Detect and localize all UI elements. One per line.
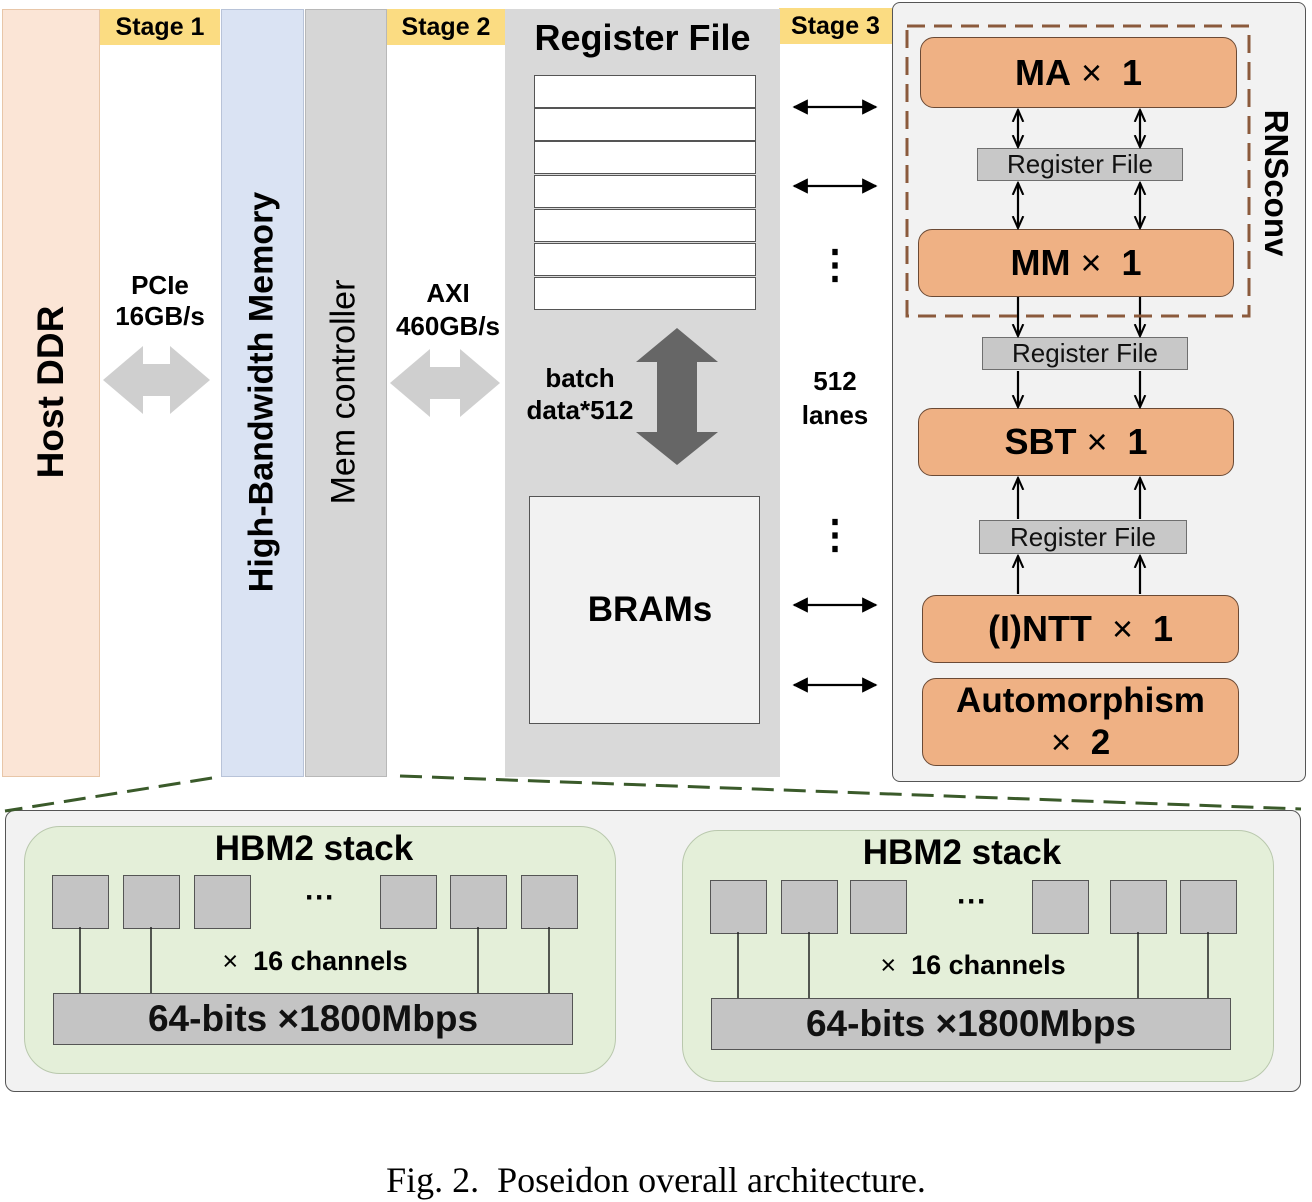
channel-block	[194, 875, 251, 929]
register-row	[534, 175, 756, 208]
pcie-label: PCIe 16GB/s	[100, 270, 220, 332]
sbt-name: SBT	[1004, 421, 1077, 462]
lanes-dots-bottom: ⋮	[815, 513, 855, 557]
channel-block	[123, 875, 180, 929]
register-row	[534, 75, 756, 108]
sbt-times: ×	[1086, 421, 1108, 462]
register-file-mm-sbt: Register File	[982, 337, 1188, 370]
batch-line2: data*512	[526, 395, 634, 425]
pcie-name: PCIe	[131, 270, 189, 300]
channel-block	[450, 875, 507, 929]
lanes-word: lanes	[801, 400, 869, 430]
stage-3-label: Stage 3	[779, 8, 892, 44]
hbm-stack-1-title: HBM2 stack	[214, 829, 414, 868]
channel-block	[521, 875, 578, 929]
register-file-sbt-ntt: Register File	[979, 520, 1187, 554]
register-row	[534, 209, 756, 242]
host-ddr-block	[2, 9, 100, 777]
hbm-stack-2-channels-text: 16 channels	[911, 949, 1066, 980]
batch-bidir-arrow	[636, 328, 718, 465]
hbm-stack-1-channels: × 16 channels	[190, 942, 440, 980]
mm-count: 1	[1121, 242, 1142, 283]
figure-caption: Fig. 2. Poseidon overall architecture.	[386, 1160, 926, 1200]
channel-block	[781, 880, 838, 934]
automorphism-times: ×	[1050, 723, 1072, 762]
pcie-bidir-arrow	[103, 346, 210, 414]
hbm-stack-2-title: HBM2 stack	[862, 833, 1062, 872]
pcie-bandwidth: 16GB/s	[115, 301, 205, 331]
hbm-stack-1-channels-text: 16 channels	[253, 945, 408, 976]
register-file-title: Register File	[534, 17, 751, 58]
register-row	[534, 243, 756, 276]
batch-label: batch data*512	[505, 362, 655, 426]
batch-line1: batch	[545, 363, 615, 393]
lanes-count: 512	[813, 366, 857, 396]
brams-block	[529, 496, 760, 724]
hbm-stack-2-channels: × 16 channels	[848, 946, 1098, 984]
ntt-times: ×	[1111, 608, 1133, 649]
ma-times: ×	[1080, 51, 1102, 93]
hbm-stack-1-times: ×	[222, 945, 239, 976]
channel-block	[380, 875, 437, 929]
stage-2-label: Stage 2	[387, 9, 505, 45]
stage-1-label: Stage 1	[100, 9, 220, 45]
axi-name: AXI	[426, 278, 470, 308]
hbm-zoom-line-right	[399, 774, 1302, 811]
hbm-stack-2-wires	[737, 932, 1209, 998]
sbt-count: 1	[1127, 421, 1148, 462]
hbm-stack-1-wires	[79, 927, 550, 993]
rnsconv-dashed-box	[905, 24, 1251, 318]
register-row	[534, 277, 756, 310]
hbm-stack-2-times: ×	[880, 949, 897, 980]
hbm-zoom-line-left	[4, 776, 213, 813]
channel-block	[52, 875, 109, 929]
hbm-stack-2-bus: 64-bits ×1800Mbps	[711, 998, 1231, 1050]
ntt-unit: (I)NTT × 1	[922, 595, 1239, 663]
automorphism-name: Automorphism	[956, 681, 1205, 720]
register-row	[534, 108, 756, 141]
automorphism-count: 2	[1090, 723, 1111, 762]
hbm-stack-1-dots: ···	[305, 881, 335, 914]
register-file-ma-mm: Register File	[977, 148, 1183, 181]
ma-unit: MA × 1	[920, 37, 1237, 108]
mm-unit: MM × 1	[918, 229, 1234, 297]
hbm-stack-2-dots: ···	[957, 885, 987, 918]
lanes-label: 512 lanes	[780, 364, 890, 432]
axi-label: AXI 460GB/s	[388, 277, 508, 343]
ma-name: MA	[1014, 51, 1071, 93]
ma-count: 1	[1122, 51, 1143, 93]
sbt-unit: SBT × 1	[918, 408, 1234, 476]
channel-block	[710, 880, 767, 934]
ntt-count: 1	[1153, 608, 1174, 649]
axi-bandwidth: 460GB/s	[395, 311, 501, 341]
channel-block	[1110, 880, 1167, 934]
hbm-block	[221, 9, 304, 777]
mm-times: ×	[1080, 242, 1102, 283]
brams-label: BRAMs	[587, 590, 713, 629]
channel-block	[850, 880, 907, 934]
ntt-name: (I)NTT	[987, 608, 1092, 649]
channel-block	[1032, 880, 1089, 934]
automorphism-unit: Automorphism × 2	[922, 678, 1239, 766]
register-row	[534, 141, 756, 174]
mm-name: MM	[1010, 242, 1071, 283]
mem-controller-block	[305, 9, 387, 777]
hbm-stack-1-bus: 64-bits ×1800Mbps	[53, 993, 573, 1045]
lanes-dots-top: ⋮	[815, 243, 855, 287]
axi-bidir-arrow	[390, 349, 500, 417]
